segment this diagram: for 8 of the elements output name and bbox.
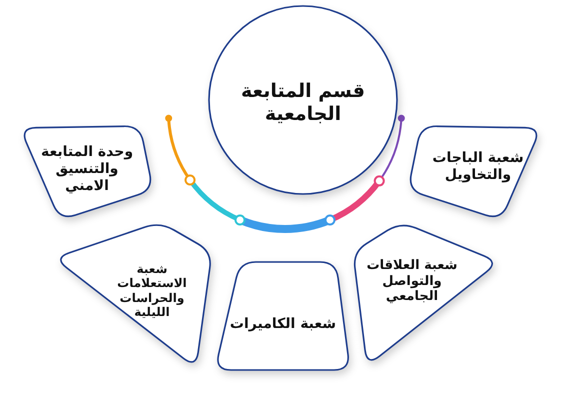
main-department-circle [208, 5, 398, 195]
department-name: شعبة الاستعلامات والحراسات الليلية [116, 262, 188, 320]
department-name: قسم المتابعة الجامعية [240, 80, 366, 126]
department-name: شعبة الباجات والتخاويل [431, 150, 525, 184]
department-name: شعبة العلاقات والتواصل الجامعي [366, 258, 458, 305]
department-name: وحدة المتابعة والتنسيق الامني [40, 144, 134, 194]
department-name: شعبة الكاميرات [228, 316, 338, 333]
section-card [215, 262, 350, 370]
